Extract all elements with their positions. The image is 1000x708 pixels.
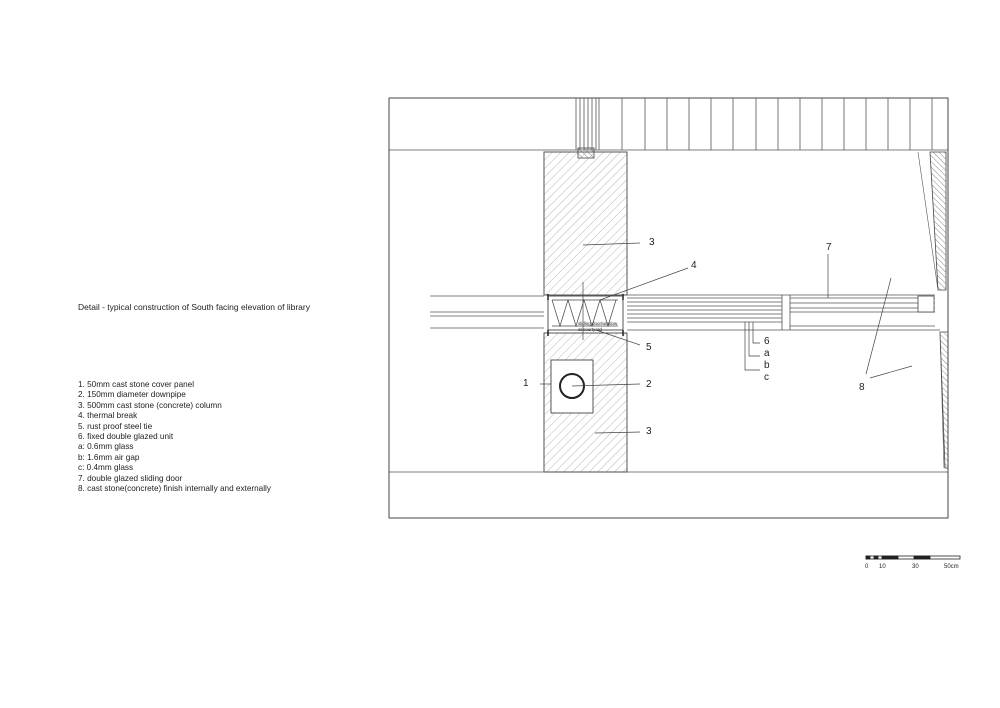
- drawing-frame: [388, 97, 949, 519]
- top-pipe-lines: [575, 98, 597, 159]
- legend-item: 1. 50mm cast stone cover panel: [78, 380, 195, 389]
- column-upper: [543, 151, 628, 296]
- glazing-lines: [430, 294, 940, 331]
- tie-markers: [547, 294, 624, 336]
- scale-label-50: 50cm: [944, 564, 959, 570]
- callout-b: b: [764, 360, 770, 371]
- small-note-line1: sliding door/window: [578, 321, 618, 326]
- legend-item: 8. cast stone(concrete) finish internall…: [78, 484, 271, 494]
- callout-3-lower: 3: [646, 426, 652, 437]
- callout-8: 8: [859, 382, 865, 393]
- callout-4: 4: [691, 260, 697, 271]
- right-wall-upper: [929, 151, 947, 291]
- thermal-break-zigzag: [551, 282, 618, 340]
- legend-item: 7. double glazed sliding door: [78, 473, 183, 483]
- callout-7: 7: [826, 242, 832, 253]
- callout-6: 6: [764, 336, 770, 347]
- scale-label-30: 30: [912, 564, 919, 570]
- legend-item: b: 1.6mm air gap: [78, 452, 140, 462]
- scale-bar: [865, 555, 961, 560]
- cover-panel: [550, 359, 594, 414]
- legend-item: 6. fixed double glazed unit: [78, 432, 174, 442]
- legend-list: 1. 50mm cast stone cover panel 2. 150mm …: [78, 380, 271, 494]
- legend-item: 3. 500mm cast stone (concrete) column: [78, 400, 222, 410]
- legend-item: a: 0.6mm glass: [78, 442, 134, 452]
- scale-label-10: 10: [879, 564, 886, 570]
- legend-item: c: 0.4mm glass: [78, 463, 134, 473]
- top-cladding-strip: [389, 98, 948, 151]
- legend-item: 2. 150mm diameter downpipe: [78, 390, 186, 400]
- leader-lines: [582, 242, 913, 434]
- callout-c: c: [764, 372, 769, 383]
- callout-3-upper: 3: [649, 237, 655, 248]
- legend-item: 5. rust proof steel tie: [78, 421, 153, 431]
- callout-2: 2: [646, 379, 652, 390]
- callout-1: 1: [523, 378, 529, 389]
- drawing-caption: Detail - typical construction of South f…: [78, 302, 310, 312]
- callout-a: a: [764, 348, 770, 359]
- scale-label-0: 0: [865, 564, 869, 570]
- callout-5: 5: [646, 342, 652, 353]
- right-wall-lower: [939, 331, 949, 469]
- legend-item: 4. thermal break: [78, 411, 138, 421]
- small-note-line2: at courtyard: [578, 327, 602, 332]
